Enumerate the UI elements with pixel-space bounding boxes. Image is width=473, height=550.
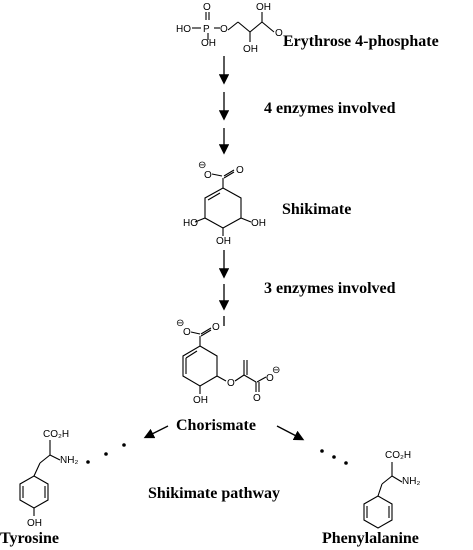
- chorismate-o-right: O: [212, 322, 220, 333]
- phosphate-ho: HO: [176, 24, 191, 35]
- hydroxyl-bottom: OH: [243, 44, 258, 55]
- label-phenylalanine: Phenylalanine: [322, 530, 419, 547]
- phenylalanine-co2h: CO₂H: [385, 450, 411, 461]
- arrow-to-phenylalanine: [276, 425, 305, 441]
- chorismate-ether-o: O: [227, 378, 235, 389]
- phosphate-o-top: O: [203, 2, 211, 13]
- carboxylate-minus: ⊖: [198, 160, 206, 171]
- chorismate-o-anion: O: [266, 373, 274, 384]
- erythrose-4-phosphate-structure: O P HO OH O OH OH O: [176, 2, 283, 55]
- shikimate-oh-right: OH: [251, 218, 266, 229]
- chorismate-structure: ⊖ O O OH O O O ⊖: [176, 318, 280, 406]
- chorismate-minus-right: ⊖: [272, 365, 280, 376]
- label-shikimate-pathway: Shikimate pathway: [148, 485, 280, 502]
- label-3-enzymes: 3 enzymes involved: [264, 280, 396, 297]
- label-erythrose-4-phosphate: Erythrose 4-phosphate: [283, 33, 439, 50]
- shikimate-oh-left: HO: [183, 218, 198, 229]
- arrow-to-tyrosine: [143, 425, 169, 439]
- carboxylate-o-left: O: [204, 170, 212, 181]
- chorismate-carbonyl-o: O: [253, 393, 261, 404]
- label-tyrosine: Tyrosine: [0, 530, 59, 547]
- phosphate-oh: OH: [201, 38, 216, 49]
- carboxylate-o-right: O: [236, 165, 244, 176]
- tyrosine-co2h: CO₂H: [43, 429, 69, 440]
- chorismate-oh: OH: [193, 395, 208, 406]
- hydroxyl-top: OH: [256, 2, 271, 13]
- aldehyde-o: O: [275, 28, 283, 39]
- chorismate-minus-top: ⊖: [176, 318, 184, 329]
- tyrosine-oh: OH: [27, 518, 42, 529]
- chorismate-o-left: O: [183, 327, 191, 338]
- shikimate-structure: ⊖ O O HO OH OH: [183, 160, 266, 247]
- phenylalanine-nh2: NH₂: [402, 476, 420, 487]
- tyrosine-nh2: NH₂: [60, 455, 78, 466]
- phenylalanine-structure: CO₂H NH₂: [363, 450, 420, 529]
- ester-o: O: [220, 24, 228, 35]
- label-chorismate: Chorismate: [176, 417, 256, 434]
- tyrosine-structure: CO₂H NH₂ OH: [19, 429, 78, 529]
- shikimate-oh-bottom: OH: [216, 236, 231, 247]
- label-shikimate: Shikimate: [282, 201, 351, 218]
- label-4-enzymes: 4 enzymes involved: [264, 100, 396, 117]
- phosphorus-atom: P: [203, 24, 210, 35]
